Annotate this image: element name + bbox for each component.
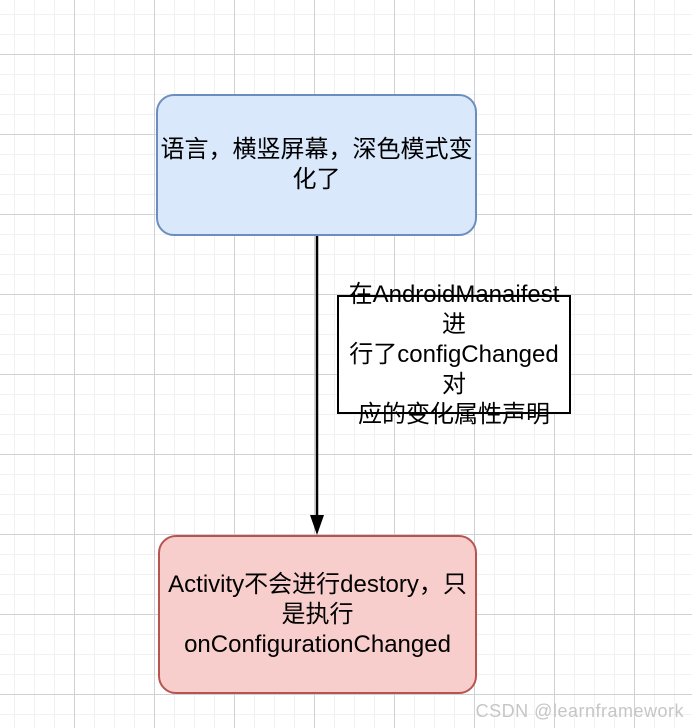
edge-label-text: 在AndroidManaifest进 行了configChanged对 应的变化… xyxy=(348,280,560,428)
edge-label[interactable]: 在AndroidManaifest进 行了configChanged对 应的变化… xyxy=(337,281,571,428)
node-activity-result-text: Activity不会进行destory，只 是执行 onConfiguratio… xyxy=(168,570,467,658)
watermark: CSDN @learnframework xyxy=(475,701,684,721)
edge-arrow[interactable] xyxy=(305,236,329,536)
node-activity-result[interactable]: Activity不会进行destory，只 是执行 onConfiguratio… xyxy=(158,535,477,694)
arrowhead-icon xyxy=(310,515,324,535)
node-config-change-text: 语言，横竖屏幕，深色模式变 化了 xyxy=(160,136,473,193)
node-config-change[interactable]: 语言，横竖屏幕，深色模式变 化了 xyxy=(156,94,477,236)
